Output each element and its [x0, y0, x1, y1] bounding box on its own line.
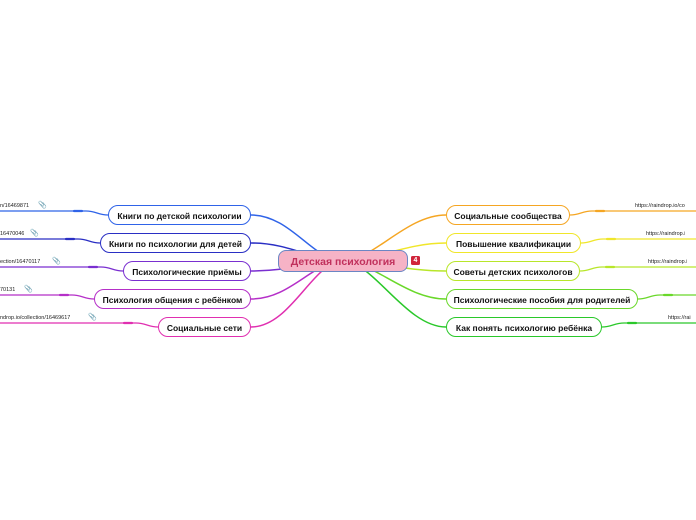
left-branch-node[interactable]: Психология общения с ребёнком	[94, 289, 251, 309]
left-leaf-connector	[0, 322, 159, 328]
left-branch-node[interactable]: Книги по психологии для детей	[100, 233, 251, 253]
left-leaf-connector	[0, 238, 101, 244]
left-branch-node[interactable]: Социальные сети	[158, 317, 251, 337]
left-branch-node[interactable]: Психологические приёмы	[123, 261, 251, 281]
paperclip-icon[interactable]: 📎	[52, 258, 61, 265]
left-branch-link[interactable]: ndrop.io/collection/16469617	[0, 315, 71, 321]
paperclip-icon[interactable]: 📎	[38, 202, 47, 209]
right-leaf-connector	[569, 210, 696, 216]
root-node[interactable]: Детская психология	[278, 250, 408, 272]
right-branch-link[interactable]: https://rai	[668, 315, 691, 321]
left-leaf-connector	[0, 266, 124, 272]
right-branch-node[interactable]: Социальные сообщества	[446, 205, 570, 225]
paperclip-icon[interactable]: 📎	[24, 286, 33, 293]
paperclip-icon[interactable]: 📎	[88, 314, 97, 321]
left-branch-node[interactable]: Книги по детской психологии	[108, 205, 251, 225]
left-leaf-connector	[0, 210, 109, 216]
left-branch-link[interactable]: n/16469871	[0, 203, 30, 209]
right-branch-node[interactable]: Повышение квалификации	[446, 233, 581, 253]
right-branch-node[interactable]: Советы детских психологов	[446, 261, 580, 281]
right-leaf-connector	[601, 322, 696, 328]
right-leaf-connector	[637, 294, 696, 300]
right-leaf-connector	[580, 238, 696, 244]
left-branch-link[interactable]: ection/16470117	[0, 259, 41, 265]
right-leaf-connector	[579, 266, 696, 272]
collapse-badge[interactable]: 4	[411, 256, 420, 265]
left-leaf-connector	[0, 294, 95, 300]
right-branch-node[interactable]: Как понять психологию ребёнка	[446, 317, 602, 337]
right-branch-node[interactable]: Психологические пособия для родителей	[446, 289, 638, 309]
right-branch-link[interactable]: https://raindrop.io/co	[635, 203, 685, 209]
right-branch-link[interactable]: https://raindrop.i	[646, 231, 686, 237]
paperclip-icon[interactable]: 📎	[30, 230, 39, 237]
left-branch-link[interactable]: 70131	[0, 287, 16, 293]
left-branch-link[interactable]: 16470046	[0, 231, 25, 237]
right-branch-link[interactable]: https://raindrop.i	[648, 259, 688, 265]
